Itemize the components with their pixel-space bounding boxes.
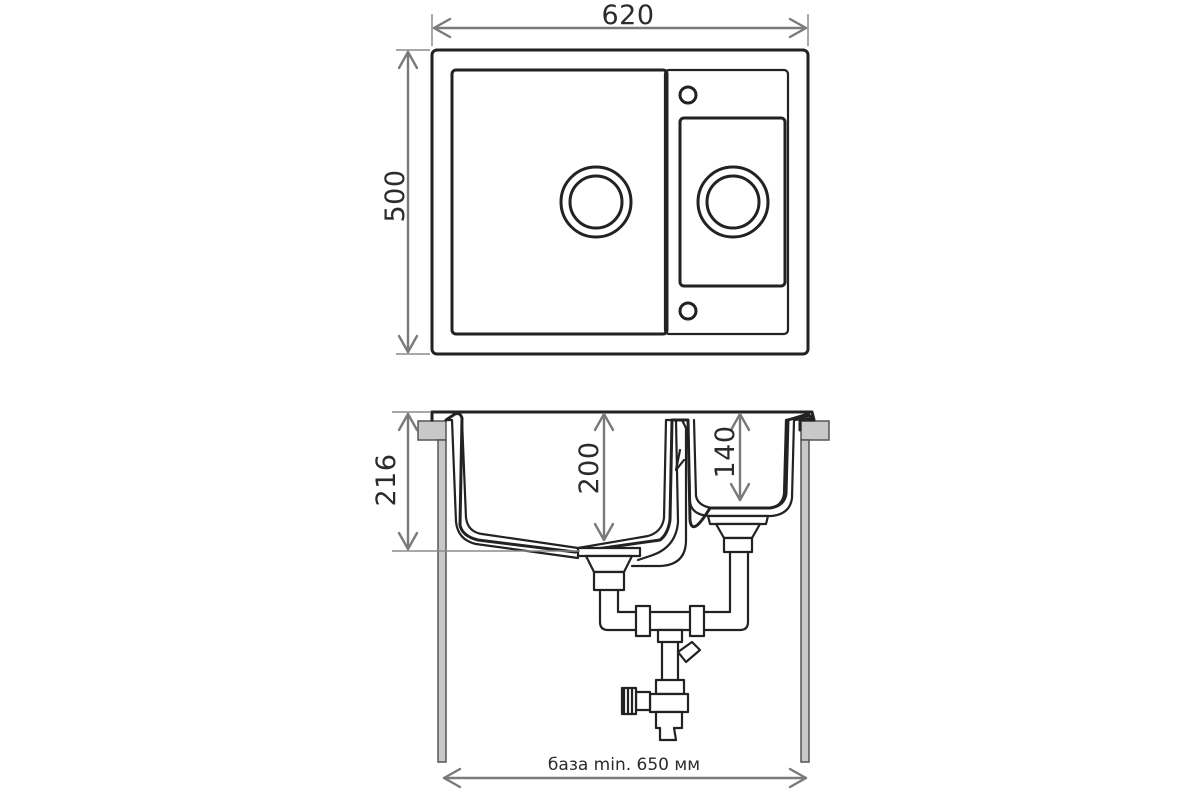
trap-nut [654,678,686,696]
overflow-tube [630,418,688,568]
main-drain-outer [559,165,633,239]
small-drain-inner [705,174,761,230]
outlet-connector [634,690,652,712]
connector-left [634,604,652,638]
sink-rim [430,410,816,432]
main-drain-inner [568,174,624,230]
small-bowl-section [692,414,810,510]
total-depth-label: 216 [371,453,402,506]
side-area [663,68,790,336]
tap-hole-top [678,85,698,105]
side-outlet [676,640,702,664]
pipe-left-down [598,588,638,632]
small-bowl-outer [686,416,814,518]
countertop-right [800,420,830,441]
countertop-left [417,420,447,441]
top-view [430,48,810,356]
small-strainer [706,514,770,526]
base-label: база min. 650 мм [548,755,700,775]
main-bowl-depth-label: 200 [574,441,605,494]
small-bowl [678,116,787,288]
sink-outline [430,48,810,356]
tap-hole-bottom [678,301,698,321]
main-bowl [450,68,669,336]
width-dimension: 620 [431,0,809,46]
main-bowl-depth-dimension: 200 [574,412,615,542]
trap-body [648,692,690,714]
trap-pipe [660,640,680,682]
small-bowl-depth-label: 140 [710,425,741,478]
total-depth-dimension: 216 [371,411,580,552]
cabinet-wall-left [437,439,447,763]
pipe-right-down [702,550,732,614]
main-bowl-inner [444,418,580,560]
main-drain-nut [592,570,626,592]
trap-bottom [654,710,684,742]
overflow-mark [674,448,686,472]
small-bowl-depth-dimension: 140 [710,412,751,502]
connector-right [688,604,706,638]
main-bowl-wall [460,418,680,562]
cabinet-wall-right [800,439,810,763]
main-strainer [576,546,642,558]
width-label: 620 [601,0,654,31]
base-dimension: база min. 650 мм [442,755,808,789]
side-view [417,410,830,763]
small-drain-nut [722,536,754,554]
height-label: 500 [380,169,411,222]
height-dimension: 500 [380,49,430,355]
small-drain-outer [696,165,770,239]
